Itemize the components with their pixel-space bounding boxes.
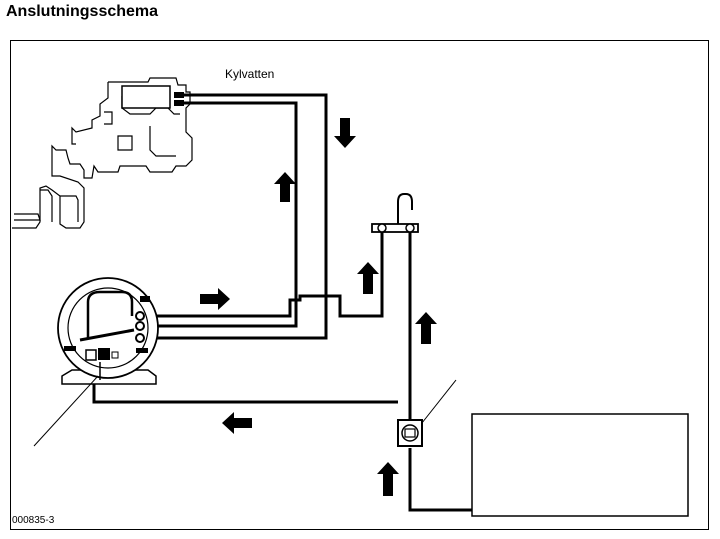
diagram-frame	[10, 40, 709, 530]
arrow-up-cold	[415, 312, 437, 344]
arrow-right-heater	[200, 288, 230, 310]
tap-icon	[371, 193, 419, 233]
leader-line-heater	[33, 375, 99, 447]
arrow-left-return	[222, 412, 252, 434]
page-title: Anslutningsschema	[6, 3, 159, 20]
engine-inlet-port	[174, 100, 184, 106]
figure-code: 000835-3	[12, 515, 55, 526]
leader-line-pump	[417, 379, 457, 429]
arrow-down-cooling	[334, 118, 356, 148]
hot-water-pipe	[140, 232, 384, 318]
water-tank-icon	[471, 413, 689, 517]
engine-heat-exchanger	[121, 85, 171, 109]
cold-water-pipes	[92, 232, 472, 512]
arrow-up-hot	[357, 262, 379, 294]
engine-icon	[12, 77, 193, 229]
water-heater-icon	[57, 277, 159, 385]
arrow-icon	[200, 118, 437, 496]
pump-icon	[397, 419, 423, 447]
arrow-up-tank	[377, 462, 399, 496]
arrow-up-cooling	[274, 172, 296, 202]
cooling-water-label: Kylvatten	[225, 67, 274, 81]
cooling-pipes	[148, 93, 328, 340]
engine-outlet-port	[174, 92, 184, 98]
